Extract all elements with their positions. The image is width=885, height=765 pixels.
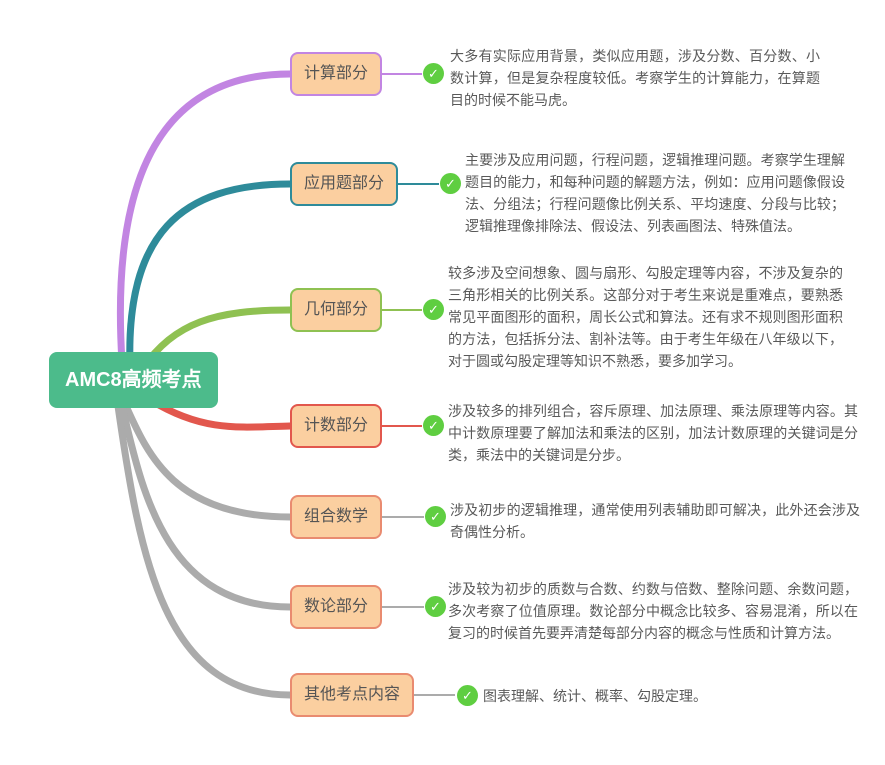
branch-node-label: 数论部分 xyxy=(304,598,369,615)
check-icon: ✓ xyxy=(423,63,444,84)
branch-node-calculation[interactable]: 计算部分 xyxy=(290,52,383,96)
branch-node-label: 几何部分 xyxy=(304,301,369,318)
branch-curve-4 xyxy=(148,397,294,431)
check-icon: ✓ xyxy=(440,173,461,194)
check-icon: ✓ xyxy=(425,506,446,527)
branch-curve-5 xyxy=(122,402,294,521)
branch-node-combinatorics[interactable]: 组合数学 xyxy=(290,495,383,539)
branch-node-counting[interactable]: 计数部分 xyxy=(290,404,383,448)
branch-node-label: 计数部分 xyxy=(304,417,369,434)
branch-curve-2 xyxy=(126,180,294,369)
branch-node-number-theory[interactable]: 数论部分 xyxy=(290,585,383,629)
branch-description: 大多有实际应用背景，类似应用题，涉及分数、百分数、小数计算，但是复杂程度较低。考… xyxy=(450,48,820,108)
branch-node-label: 组合数学 xyxy=(304,508,369,525)
check-icon: ✓ xyxy=(457,685,478,706)
branch-node-other-topics[interactable]: 其他考点内容 xyxy=(290,673,415,717)
branch-description: 涉及初步的逻辑推理，通常使用列表辅助即可解决，此外还会涉及奇偶性分析。 xyxy=(450,502,860,540)
branch-description: 较多涉及空间想象、圆与扇形、勾股定理等内容，不涉及复杂的三角形相关的比例关系。这… xyxy=(448,265,843,369)
branch-node-label: 计算部分 xyxy=(304,65,369,82)
check-icon: ✓ xyxy=(425,596,446,617)
root-node[interactable]: AMC8高频考点 xyxy=(49,352,218,408)
check-icon: ✓ xyxy=(423,415,444,436)
check-icon: ✓ xyxy=(423,299,444,320)
branch-node-label: 应用题部分 xyxy=(304,175,385,192)
branch-description: 主要涉及应用问题，行程问题，逻辑推理问题。考察学生理解题目的能力，和每种问题的解… xyxy=(465,152,845,234)
branch-curve-1 xyxy=(116,70,294,366)
branch-curve-7 xyxy=(114,402,294,699)
branch-curve-6 xyxy=(118,402,294,611)
branch-node-application[interactable]: 应用题部分 xyxy=(290,162,399,206)
branch-node-geometry[interactable]: 几何部分 xyxy=(290,288,383,332)
branch-description: 涉及较为初步的质数与合数、约数与倍数、整除问题、余数问题，多次考察了位值原理。数… xyxy=(448,581,858,641)
root-node-label: AMC8高频考点 xyxy=(65,369,202,391)
branch-description: 涉及较多的排列组合，容斥原理、加法原理、乘法原理等内容。其中计数原理要了解加法和… xyxy=(448,403,858,463)
branch-node-label: 其他考点内容 xyxy=(304,686,401,703)
branch-description: 图表理解、统计、概率、勾股定理。 xyxy=(483,688,707,704)
